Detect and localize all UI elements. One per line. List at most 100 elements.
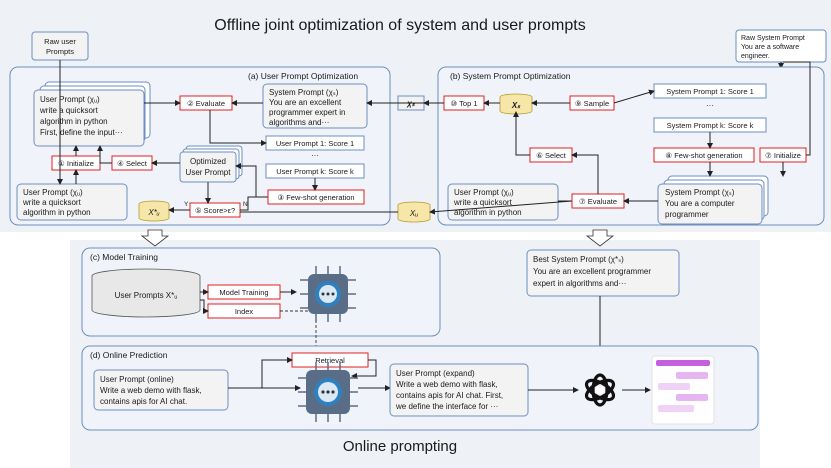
index-label: Index xyxy=(235,307,254,316)
panel-d-title: (d) Online Prediction xyxy=(90,350,168,360)
online-line1: Write a web demo with flask, xyxy=(100,386,202,395)
online-title-text: Online prompting xyxy=(343,438,457,455)
raw-system-line2: engineer. xyxy=(741,53,770,60)
raw-system-prompt: Raw System Prompt You are a software eng… xyxy=(735,29,827,63)
fewshot-box-b: ⑧ Few-shot generation xyxy=(653,147,755,163)
llm-logo-icon xyxy=(584,373,616,407)
user-prompt-stack: User Prompt (χᵤ) write a quicksort algor… xyxy=(33,81,151,147)
user-score1: User Prompt 1: Score 1 xyxy=(276,139,354,148)
best-line1: You are an excellent programmer xyxy=(533,267,651,276)
sys-a-line3: algorithms and··· xyxy=(269,118,329,127)
user-scorek: User Prompt k: Score k xyxy=(276,167,354,176)
raw-system-title: Raw System Prompt xyxy=(741,35,805,42)
ai-model-icon-online xyxy=(298,362,358,422)
raw-system-line1: You are a software xyxy=(741,44,799,51)
xu-db: Xᵤ xyxy=(397,201,431,223)
user-prompts-db-label: User Prompts X*ᵤ xyxy=(115,291,178,300)
down-arrow-right xyxy=(585,229,615,247)
stack-line1: write a quicksort xyxy=(39,106,99,115)
model-training-label: Model Training xyxy=(219,288,268,297)
initialize-box-b: ⑦ Initialize xyxy=(759,147,807,163)
sys-score1: System Prompt 1: Score 1 xyxy=(666,87,754,96)
user-score-list: User Prompt 1: Score 1 ··· User Prompt k… xyxy=(265,135,365,179)
raw-user-prompts: Raw user Prompts xyxy=(31,31,89,61)
xu-star-db: X*ᵤ xyxy=(138,200,170,222)
chat-app-preview xyxy=(651,355,715,425)
system-prompt-stack-b: System Prompt (χₛ) You are a computer pr… xyxy=(657,175,769,225)
no-label: N xyxy=(243,201,248,208)
select-box-b: ⑥ Select xyxy=(529,147,573,163)
sys-b-line1: You are a computer xyxy=(665,199,735,208)
evaluate-box-b: ⑦ Evaluate xyxy=(571,193,625,209)
fewshot-label-a: ③ Few-shot generation xyxy=(277,193,354,202)
initial-line2: algorithm in python xyxy=(23,208,91,217)
expand-line2: contains apis for AI chat. First, xyxy=(396,391,503,400)
sys-score-dots: ··· xyxy=(706,101,714,110)
sys-b-line2: programmer xyxy=(665,210,709,219)
ai-model-icon-training xyxy=(300,266,356,322)
yes-label: Y xyxy=(184,201,189,208)
select-label-b: ⑥ Select xyxy=(536,151,567,160)
sample-label: ⑨ Sample xyxy=(575,99,609,108)
fewshot-box-a: ③ Few-shot generation xyxy=(267,189,365,205)
score-condition-label: ⑤ Score>ε? xyxy=(195,206,235,215)
online-line2: contains apis for AI chat. xyxy=(100,397,187,406)
user-score-dots: ··· xyxy=(311,151,319,160)
online-title: User Prompt (online) xyxy=(100,375,174,384)
index-box: Index xyxy=(207,303,281,319)
xs-db: Xₛ xyxy=(499,93,533,115)
panel-a-title: (a) User Prompt Optimization xyxy=(248,71,358,81)
expand-title: User Prompt (expand) xyxy=(396,369,475,378)
top1-box: ⑩ Top 1 xyxy=(443,95,485,111)
user-b-title: User Prompt (χᵤ) xyxy=(454,188,514,197)
user-prompt-initial: User Prompt (χᵤ) write a quicksort algor… xyxy=(16,183,128,221)
optimized-line1: Optimized xyxy=(190,157,226,166)
stack-line3: First, define the input··· xyxy=(40,128,123,137)
offline-title: Offline joint optimization of system and… xyxy=(214,17,585,34)
retrieval-label: Retrieval xyxy=(315,356,345,365)
sys-a-line2: programmer expert in xyxy=(269,108,345,117)
user-b-line1: write a quicksort xyxy=(453,198,513,207)
panel-c-title: (c) Model Training xyxy=(90,252,158,262)
xs-db-label: Xₛ xyxy=(511,101,521,110)
user-b-line2: algorithm in python xyxy=(454,208,522,217)
initial-line1: write a quicksort xyxy=(22,198,82,207)
initialize-label-a: ① Initialize xyxy=(58,159,94,168)
raw-user-line2: Prompts xyxy=(46,47,74,56)
select-box-a: ④ Select xyxy=(111,155,153,171)
evaluate-label-a: ② Evaluate xyxy=(187,99,225,108)
sys-b-title: System Prompt (χₛ) xyxy=(665,188,735,197)
evaluate-box-a: ② Evaluate xyxy=(179,95,233,111)
panel-b-title: (b) System Prompt Optimization xyxy=(450,71,571,81)
expand-line1: Write a web demo with flask, xyxy=(396,380,498,389)
evaluate-label-b: ⑦ Evaluate xyxy=(579,197,617,206)
select-label-a: ④ Select xyxy=(117,159,148,168)
initialize-box-a: ① Initialize xyxy=(51,155,101,171)
retrieval-box: Retrieval xyxy=(291,352,369,368)
sys-scorek: System Prompt k: Score k xyxy=(667,121,754,130)
stack-line2: algorithm in python xyxy=(40,117,108,126)
initialize-label-b: ⑦ Initialize xyxy=(765,151,801,160)
optimized-user-prompt: Optimized User Prompt xyxy=(179,145,243,183)
sys-a-line1: You are an excellent xyxy=(269,98,342,107)
model-training-box: Model Training xyxy=(207,284,281,300)
stack-title: User Prompt (χᵤ) xyxy=(40,95,100,104)
top1-label: ⑩ Top 1 xyxy=(450,99,477,108)
best-line2: expert in algorithms and··· xyxy=(533,279,626,288)
expanded-user-prompt: User Prompt (expand) Write a web demo wi… xyxy=(389,363,529,417)
initial-title: User Prompt (χᵤ) xyxy=(23,188,83,197)
best-system-prompt: Best System Prompt (χ*ₛ) You are an exce… xyxy=(526,249,680,297)
down-arrow-left xyxy=(140,229,170,247)
system-prompt-a: System Prompt (χₛ) You are an excellent … xyxy=(262,83,368,129)
expand-line3: we define the interface for ··· xyxy=(395,402,498,411)
xu-star-label: X*ᵤ xyxy=(147,208,159,217)
xu-db-label: Xᵤ xyxy=(409,209,418,218)
score-condition-box: ⑤ Score>ε? xyxy=(189,202,241,218)
sys-a-title: System Prompt (χₛ) xyxy=(269,88,339,97)
online-user-prompt: User Prompt (online) Write a web demo wi… xyxy=(93,369,229,411)
raw-user-line1: Raw user xyxy=(44,37,76,46)
best-title: Best System Prompt (χ*ₛ) xyxy=(533,255,624,264)
user-prompts-db: User Prompts X*ᵤ xyxy=(91,268,201,318)
